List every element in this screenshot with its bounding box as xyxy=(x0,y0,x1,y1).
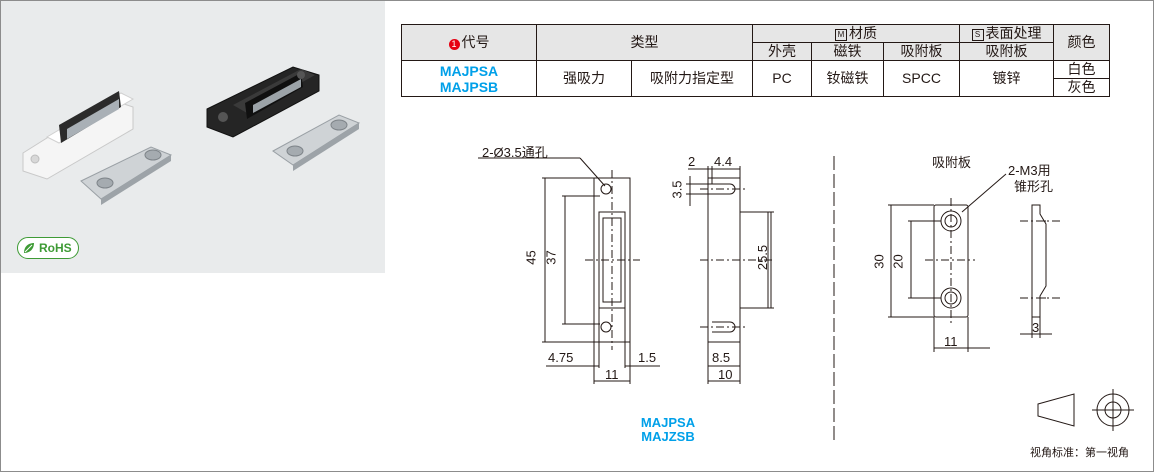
plate-side-view xyxy=(1020,204,1060,338)
view-standard-label: 视角标准：第一视角 xyxy=(1030,447,1129,459)
side-view xyxy=(686,166,775,384)
first-angle-symbol xyxy=(1037,389,1134,431)
black-catch-image xyxy=(206,66,320,138)
dim-4-75: 4.75 xyxy=(548,350,574,365)
dim-2: 2 xyxy=(688,154,696,169)
color-white: 白色 xyxy=(1053,60,1110,79)
white-catch-image xyxy=(22,91,135,180)
dim-30: 30 xyxy=(871,254,887,269)
material-magnet: 钕磁铁 xyxy=(811,60,884,97)
plate-dim-11: 11 xyxy=(944,334,958,349)
dim-11: 11 xyxy=(605,367,619,382)
hole-label: 2-Ø3.5通孔 xyxy=(482,145,548,160)
dim-3-5: 3.5 xyxy=(669,180,685,199)
m3-label-2: 锥形孔 xyxy=(1014,179,1054,194)
rohs-badge: RoHS xyxy=(17,237,79,259)
type-strong: 强吸力 xyxy=(536,60,632,97)
dim-8-5: 8.5 xyxy=(712,350,731,365)
type-specified: 吸附力指定型 xyxy=(631,60,753,97)
color-gray: 灰色 xyxy=(1053,78,1110,97)
model-majpsa[interactable]: MAJPSA xyxy=(640,415,696,430)
header-type: 类型 xyxy=(536,24,753,61)
material-housing: PC xyxy=(752,60,812,97)
surface-treatment: 镀锌 xyxy=(959,60,1054,97)
left-plate-image xyxy=(80,146,173,205)
magnet-catch-illustration xyxy=(22,66,361,205)
code-majpsa[interactable]: MAJPSA xyxy=(439,62,499,79)
dim-4-4: 4.4 xyxy=(714,154,733,169)
dim-37: 37 xyxy=(543,250,559,265)
code-cell: MAJPSA MAJPSB xyxy=(401,60,537,97)
dim-45: 45 xyxy=(523,250,539,265)
dim-25-5: 25.5 xyxy=(755,244,771,271)
dim-10: 10 xyxy=(718,367,733,382)
dim-20: 20 xyxy=(890,254,906,269)
dim-1-5: 1.5 xyxy=(638,350,657,365)
model-labels: MAJPSA MAJZSB xyxy=(628,416,708,444)
plate-dim-3: 3 xyxy=(1032,320,1040,335)
m3-label-1: 2-M3用 xyxy=(1008,163,1051,178)
front-view xyxy=(478,157,660,384)
plate-title: 吸附板 xyxy=(932,155,972,170)
material-plate: SPCC xyxy=(883,60,960,97)
rohs-label: RoHS xyxy=(39,241,72,255)
product-photo: RoHS xyxy=(1,1,385,273)
leaf-icon xyxy=(24,243,34,253)
subheader-plate: 吸附板 xyxy=(883,42,960,61)
right-plate-image xyxy=(272,114,361,171)
model-majzsb[interactable]: MAJZSB xyxy=(641,429,695,444)
code-majpsb[interactable]: MAJPSB xyxy=(439,78,499,95)
plate-front-view xyxy=(888,173,1007,352)
